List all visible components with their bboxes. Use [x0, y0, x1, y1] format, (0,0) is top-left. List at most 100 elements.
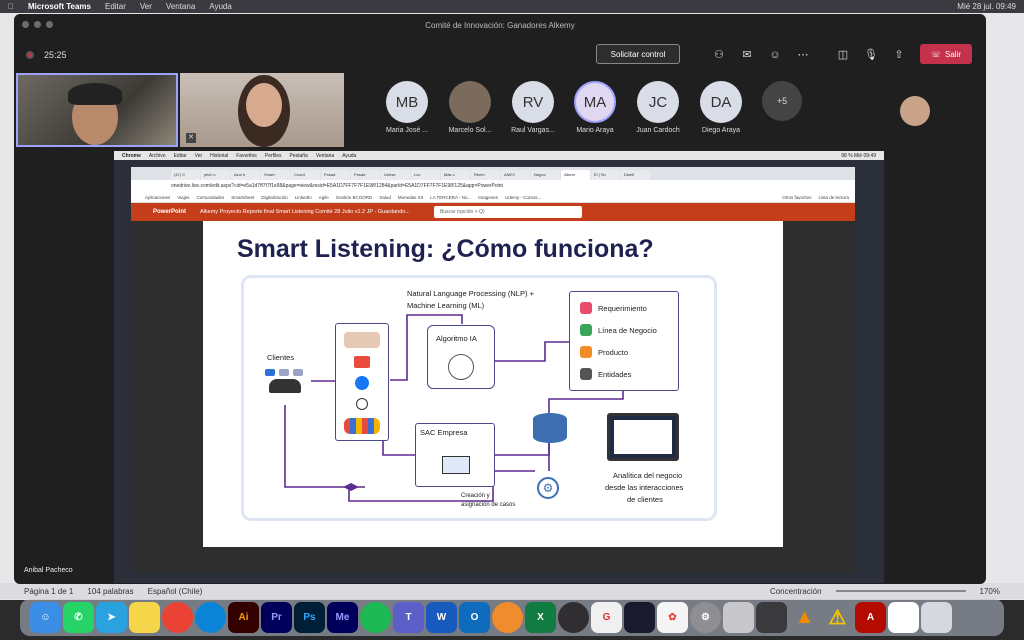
browser-tab: Rentn	[471, 170, 500, 180]
share-screen-icon[interactable]: ⇧	[894, 49, 904, 61]
edge-icon[interactable]	[195, 602, 226, 633]
podcasts-icon[interactable]	[492, 602, 523, 633]
shared-menu-item: Pestaña	[289, 152, 308, 159]
category-label: Producto	[598, 347, 629, 357]
word-word-count[interactable]: 104 palabras	[87, 586, 134, 596]
zoom-slider[interactable]	[835, 590, 966, 592]
davinci-icon[interactable]	[624, 602, 655, 633]
algoritmo-box: Algoritmo IA	[427, 325, 495, 389]
bookmark: Digitalización	[261, 194, 288, 200]
photos-icon[interactable]: ✿	[657, 602, 688, 633]
word-focus-mode[interactable]: Concentración	[769, 586, 822, 596]
photoshop-icon[interactable]: Ps	[294, 602, 325, 633]
video-tile-participant[interactable]: ✕	[180, 73, 344, 147]
category-label: Requerimiento	[598, 303, 647, 313]
participant-name: Maria José ...	[385, 127, 428, 134]
avatar-initials: RV	[522, 93, 544, 111]
slide: Smart Listening: ¿Cómo funciona?	[203, 221, 783, 547]
analitica-line3: de clientes	[627, 495, 663, 504]
participant-avatar-rv[interactable]: RV	[512, 81, 554, 123]
teams-icon[interactable]: T	[393, 602, 424, 633]
diagram-connectors	[284, 314, 624, 502]
menubar-clock[interactable]: Mié 28 jul. 09:49	[957, 2, 1016, 11]
notes-icon[interactable]	[129, 602, 160, 633]
excel-icon[interactable]: X	[525, 602, 556, 633]
request-control-button[interactable]: Solicitar control	[596, 44, 680, 64]
bookmark: Agile	[318, 194, 329, 200]
menu-ver[interactable]: Ver	[133, 2, 152, 11]
mac-dock: ☺ ✆ ➤ Ai Pr Ps Me T W O X G ✿ ⚙ ▲ ⚠ A	[20, 599, 1004, 636]
meeting-timer: 25:25	[44, 50, 67, 60]
participant-avatar-ma[interactable]: MA	[574, 81, 616, 123]
media-encoder-icon[interactable]: Me	[327, 602, 358, 633]
calculator-icon[interactable]	[756, 602, 787, 633]
participant-avatar-jc[interactable]: JC	[637, 81, 679, 123]
illustrator-icon[interactable]: Ai	[228, 602, 259, 633]
whatsapp-icon[interactable]: ✆	[63, 602, 94, 633]
analitica-line1: Analítica del negocio	[613, 471, 683, 480]
mic-off-icon[interactable]: 🎙	[864, 49, 878, 61]
video-tile-speaker[interactable]	[16, 73, 178, 147]
premiere-icon[interactable]: Pr	[261, 602, 292, 633]
calendar-icon[interactable]	[888, 602, 919, 633]
powerpoint-header: PowerPoint Alkemy Proyecto Reporte final…	[131, 203, 855, 221]
participant-avatar-mb[interactable]: MB	[386, 81, 428, 123]
obs-icon[interactable]	[558, 602, 589, 633]
category-producto: Producto	[580, 346, 628, 358]
document-icon	[580, 324, 592, 336]
outlook-icon[interactable]: O	[459, 602, 490, 633]
leave-button[interactable]: ☏ Salir	[920, 44, 972, 64]
browser-tab: pitch c	[201, 170, 230, 180]
word-page-indicator[interactable]: Página 1 de 1	[24, 586, 74, 596]
shared-screen: Chrome Archivo Editar Ver Historial Favo…	[114, 151, 884, 583]
more-participants-button[interactable]: +5	[762, 81, 802, 121]
chrome-icon[interactable]	[162, 602, 193, 633]
more-options-icon[interactable]: ⋯	[797, 49, 809, 61]
menu-ayuda[interactable]: Ayuda	[203, 2, 232, 11]
slide-title: Smart Listening: ¿Cómo funciona?	[237, 235, 654, 263]
categories-box: Requerimiento Línea de Negocio Producto …	[569, 291, 679, 391]
finder-icon[interactable]: ☺	[30, 602, 61, 633]
bookmark: Imagenes	[478, 194, 499, 200]
vlc-icon[interactable]: ▲	[794, 606, 815, 628]
minimize-window-icon[interactable]	[34, 21, 41, 28]
apple-icon[interactable]: 	[8, 2, 14, 11]
participant-name: Raul Vargas...	[511, 127, 555, 134]
menubar-app-name[interactable]: Microsoft Teams	[22, 2, 91, 11]
camera-off-icon[interactable]: ◫	[837, 49, 849, 61]
participant-video-face	[246, 83, 282, 127]
menu-editar[interactable]: Editar	[98, 2, 126, 11]
trash-icon[interactable]	[921, 602, 952, 633]
browser-tab: Diseñ	[621, 170, 650, 180]
word-zoom[interactable]: 170%	[979, 586, 1000, 596]
chat-icon[interactable]: ✉	[742, 49, 752, 61]
gong-icon[interactable]: G	[591, 602, 622, 633]
word-icon[interactable]: W	[426, 602, 457, 633]
reactions-icon[interactable]: ☺	[769, 49, 781, 61]
spotify-icon[interactable]	[360, 602, 391, 633]
participant-name: Diego Araya	[701, 127, 741, 134]
participant-avatar-da[interactable]: DA	[700, 81, 742, 123]
algoritmo-label: Algoritmo IA	[436, 334, 477, 343]
settings-icon[interactable]: ⚙	[690, 602, 721, 633]
browser-tab: Smart	[261, 170, 290, 180]
close-window-icon[interactable]	[22, 21, 29, 28]
apps-grid-icon[interactable]	[723, 602, 754, 633]
telegram-icon[interactable]: ➤	[96, 602, 127, 633]
word-language[interactable]: Español (Chile)	[147, 586, 203, 596]
acrobat-icon[interactable]: A	[855, 602, 886, 633]
shared-menu-item: Chrome	[122, 152, 141, 159]
participant-avatar-photo[interactable]	[449, 81, 491, 123]
powerpoint-brand: PowerPoint	[153, 209, 187, 215]
maximize-window-icon[interactable]	[46, 21, 53, 28]
dashboard-screen	[614, 420, 672, 454]
participants-icon[interactable]: ⚇	[714, 49, 724, 61]
bookmark: LinkedIn	[294, 194, 312, 200]
shared-menu-item: Editar	[173, 152, 187, 159]
self-view-avatar[interactable]	[900, 96, 930, 126]
menu-ventana[interactable]: Ventana	[159, 2, 195, 11]
warning-icon[interactable]: ⚠	[828, 607, 847, 629]
slide-canvas: Smart Listening: ¿Cómo funciona?	[131, 221, 855, 573]
document-icon	[580, 346, 592, 358]
bookmark: LA TERCERA - No...	[430, 194, 472, 200]
